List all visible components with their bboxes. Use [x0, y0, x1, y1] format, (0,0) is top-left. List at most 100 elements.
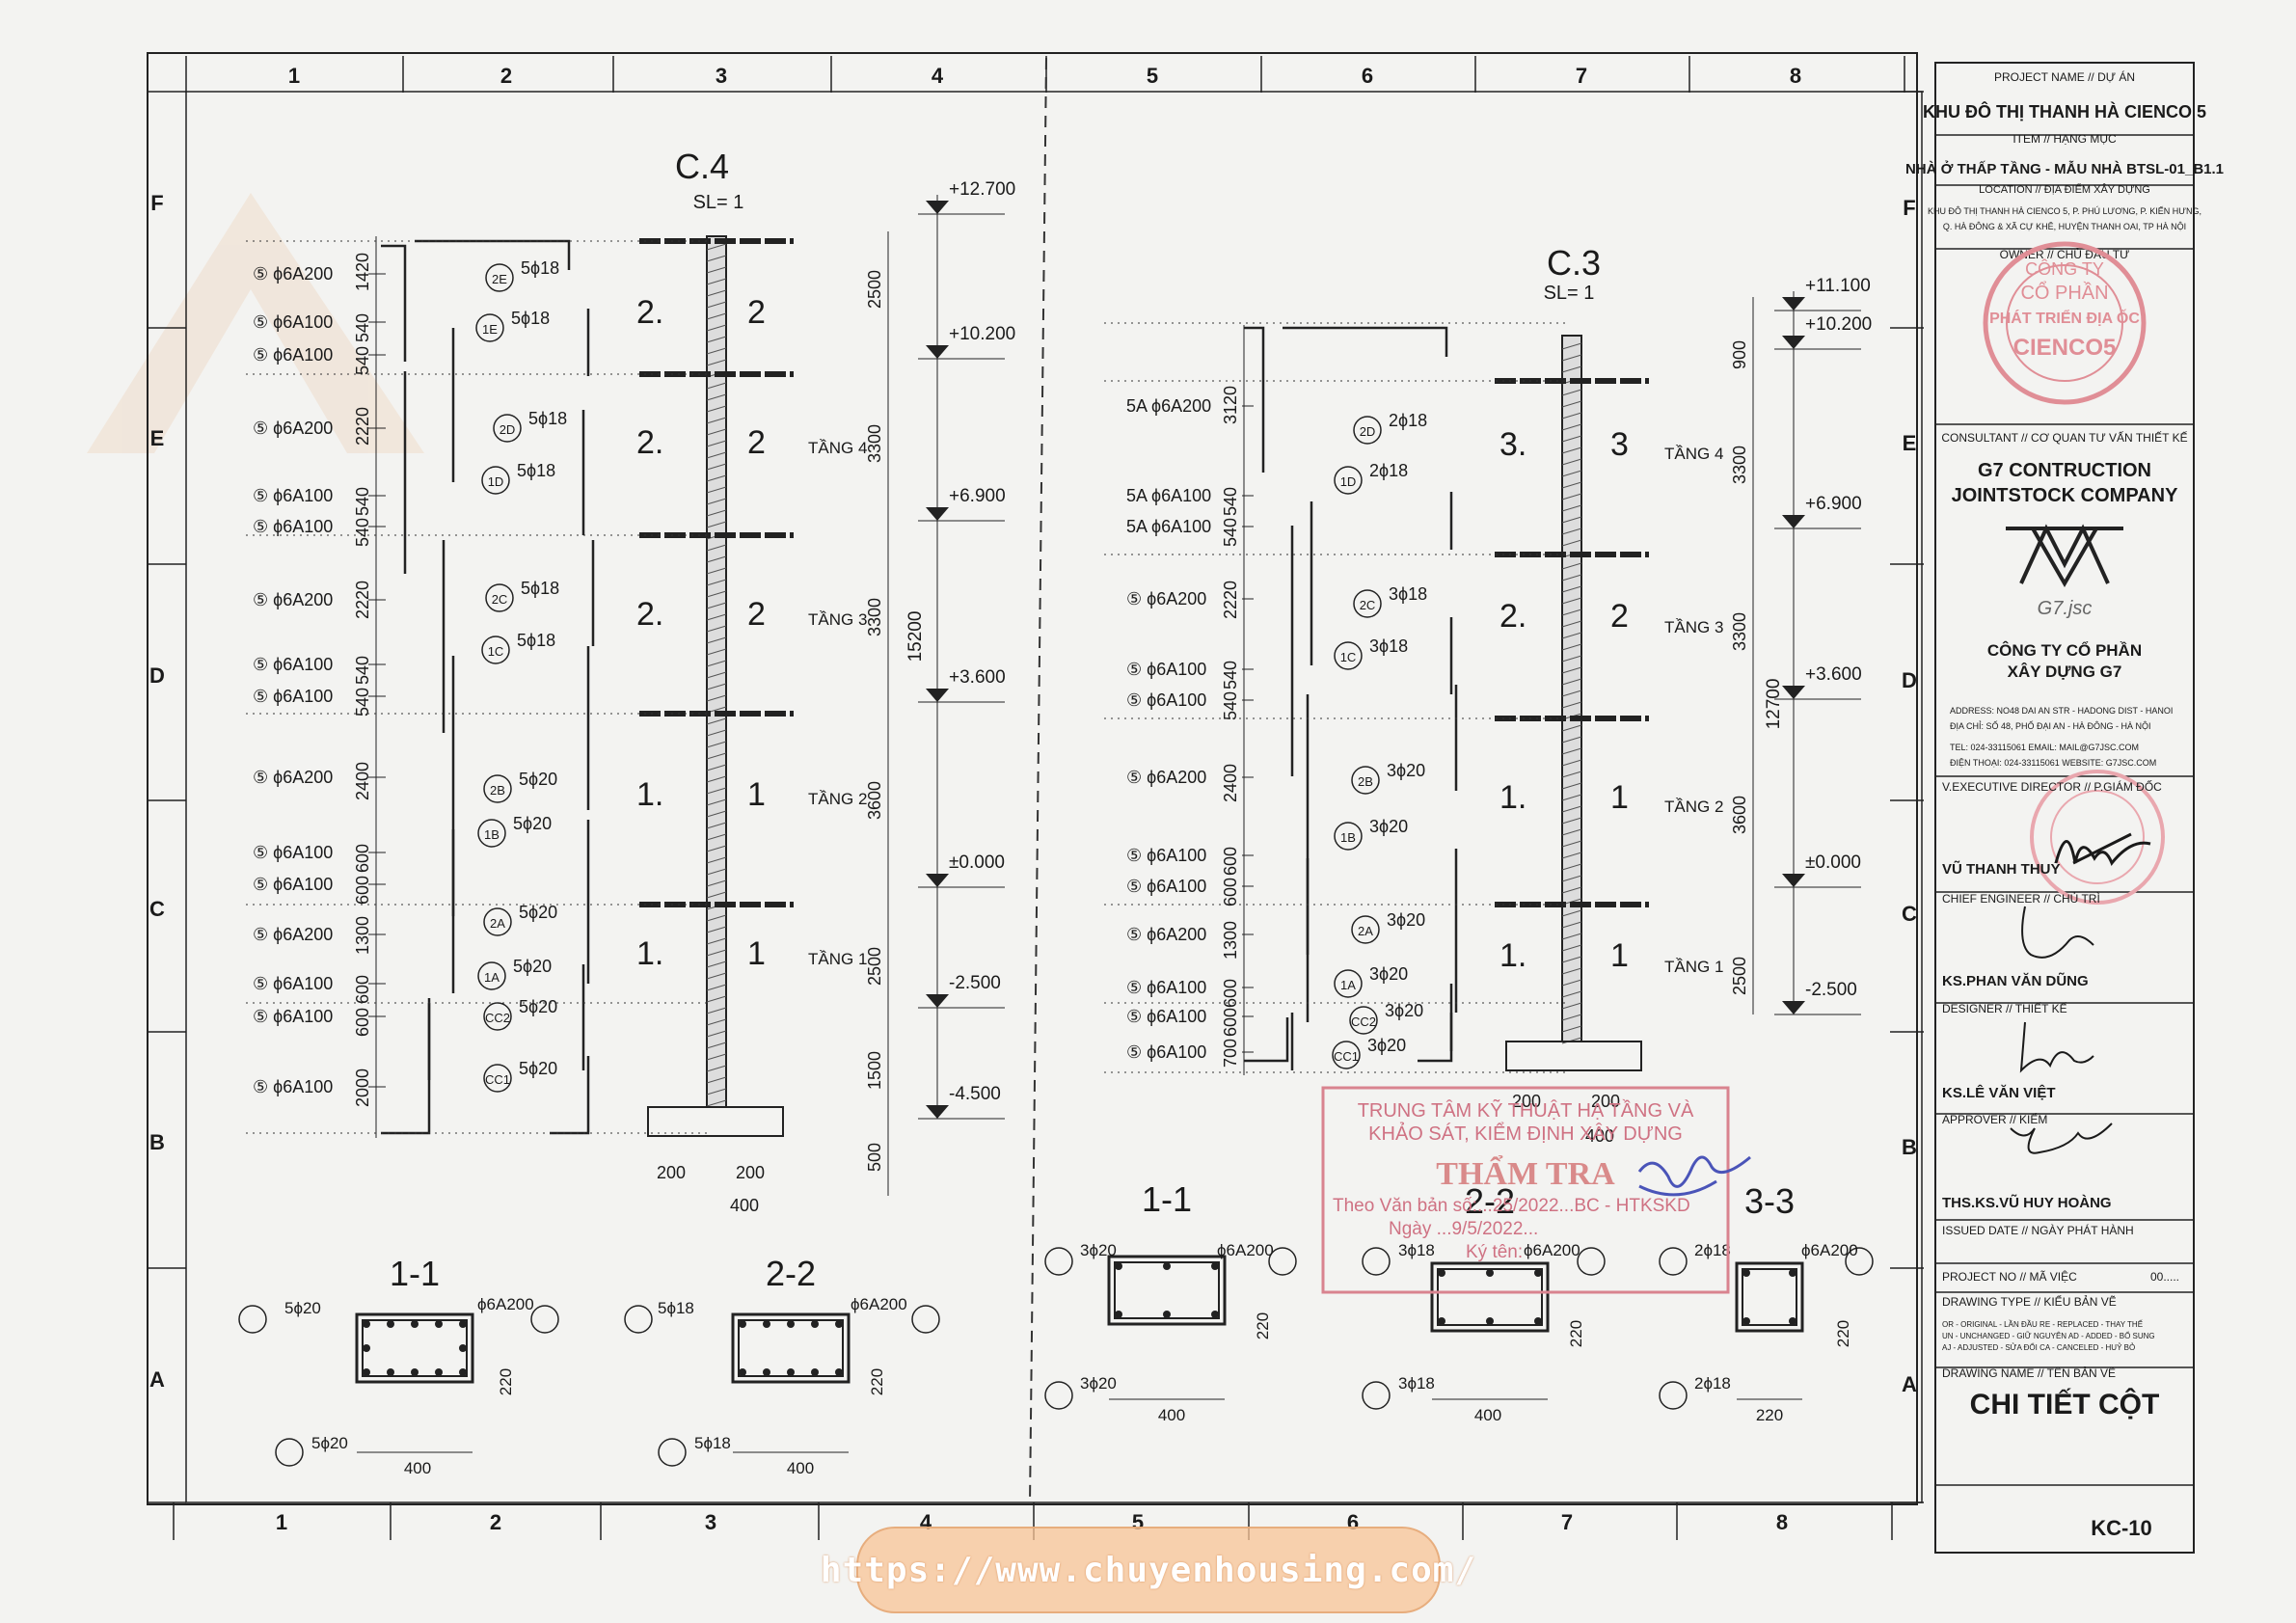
c4-column-hatch [706, 845, 727, 852]
c4-bar-count: 5ϕ18 [528, 409, 567, 428]
c4-column-hatch [706, 590, 727, 598]
c3-stirrup-dim: 600 [1221, 847, 1240, 876]
c4-bar-tag-circle [483, 907, 512, 936]
c4-bar-tag: 1C [488, 644, 504, 659]
c4-bar-tag: 1E [482, 322, 498, 337]
c4-stirrup-dim: 1300 [353, 916, 372, 955]
c4-bar-tag: 2E [492, 272, 507, 286]
rebar-dot [459, 1320, 467, 1328]
c3-section-mark: 1 [1610, 779, 1629, 816]
c4-column-hatch [706, 810, 727, 818]
section-width: 400 [1158, 1406, 1185, 1424]
rebar-dot [1211, 1262, 1219, 1270]
c3-floor-label: TẦNG 1 [1664, 958, 1723, 976]
stamp-signature [1637, 1155, 1751, 1197]
c4-column-shaft [706, 235, 727, 1108]
c4-bar-tag-circle [485, 583, 514, 612]
c4-level-label: +12.700 [949, 179, 1015, 200]
c3-column-hatch [1561, 458, 1582, 466]
c3-section-mark: 1. [1499, 779, 1526, 816]
owner-seal-line-3: PHÁT TRIỂN ĐỊA ỐC [1989, 308, 2140, 327]
c4-stirrup-label: ⑤ ϕ6A100 [253, 974, 333, 993]
c4-bar-tag: 2C [492, 592, 508, 607]
c4-column-hatch [706, 301, 727, 309]
tb-location-1: KHU ĐÔ THỊ THANH HÀ CIENCO 5, P. PHÚ LƯƠ… [1928, 206, 2201, 216]
stamp-line-3: Theo Văn bản số:...25/2022...BC - HTKSKD [1333, 1196, 1690, 1216]
c4-column-hatch [706, 914, 727, 922]
c4-footing [647, 1106, 784, 1137]
c3-stirrup-dim: 3120 [1221, 386, 1240, 424]
c4-stirrup-dim: 540 [353, 487, 372, 516]
c3-bar-tag-circle [1332, 1041, 1361, 1069]
c3-column-hatch [1561, 979, 1582, 987]
c4-column-hatch [706, 926, 727, 933]
c4-column-hatch [706, 451, 727, 459]
c3-bar-tag-circle [1353, 416, 1382, 445]
c4-column-hatch [706, 1041, 727, 1049]
c4-bar-count: 5ϕ18 [517, 631, 555, 650]
c4-level-label: +3.600 [949, 667, 1006, 688]
c4-column-hatch [706, 486, 727, 494]
tb-item-label: ITEM // HẠNG MỤC [2012, 132, 2117, 146]
c4-column-hatch [706, 1053, 727, 1061]
c4-stirrup-dim: 600 [353, 876, 372, 905]
c3-column-hatch [1561, 701, 1582, 709]
rebar-dot [363, 1368, 370, 1376]
c3-stirrup-label: ⑤ ϕ6A100 [1126, 1042, 1206, 1062]
c4-bar-tag: 1D [488, 474, 504, 489]
c3-stirrup-label: ⑤ ϕ6A100 [1126, 978, 1206, 997]
c3-column-hatch [1561, 794, 1582, 801]
grid-row-label-left: F [150, 191, 163, 215]
url-watermark-banner[interactable]: https://www.chuyenhousing.com/ [821, 1527, 1475, 1613]
c3-column-body: 3.32.21.11.1 [1104, 322, 1649, 1073]
c3-section-mark: 2 [1610, 598, 1629, 635]
c4-column-hatch [706, 312, 727, 320]
url-watermark-text[interactable]: https://www.chuyenhousing.com/ [820, 1550, 1477, 1590]
stamp-line-2: KHẢO SÁT, KIỂM ĐỊNH XÂY DỰNG [1368, 1123, 1683, 1145]
rebar-dot [1115, 1311, 1122, 1318]
c4-stirrup-dim: 600 [353, 975, 372, 1004]
background-watermark-logo [87, 193, 424, 453]
grid-row-label-left: C [149, 897, 165, 921]
tb-sheet-number: KC-10 [2091, 1516, 2152, 1540]
c3-column-hatch [1561, 782, 1582, 790]
tb-projno-label: PROJECT NO // MÃ VIỆC [1942, 1269, 2077, 1284]
stamp-line-4: Ngày ...9/5/2022... [1389, 1219, 1538, 1239]
tb-projno-value: 00..... [2150, 1270, 2179, 1284]
section-tag-circle [275, 1438, 304, 1467]
c3-bar-count: 3ϕ20 [1387, 910, 1425, 930]
section-top-bars: 3ϕ18 [1398, 1241, 1435, 1259]
c4-column-hatch [706, 717, 727, 725]
chief-signature [2021, 906, 2094, 959]
c4-bar-tag-circle [493, 414, 522, 443]
section-tag-circle [238, 1305, 267, 1334]
tb-designer: KS.LÊ VĂN VIỆT [1942, 1084, 2056, 1101]
rebar-dot [1438, 1269, 1445, 1277]
c4-span-dim: 3300 [865, 598, 884, 636]
c3-bar-tag-circle [1351, 766, 1380, 795]
c4-stirrup-dim: 2220 [353, 407, 372, 446]
c3-bar-count: 3ϕ20 [1367, 1036, 1406, 1055]
c4-section-mark: 2. [636, 424, 663, 461]
c4-title: C.4 [675, 147, 729, 186]
section-stirrup [738, 1319, 844, 1377]
c4-column-hatch [706, 995, 727, 1003]
c4-column-hatch [706, 787, 727, 795]
c3-stirrup-label: ⑤ ϕ6A200 [1126, 925, 1206, 944]
grid-col-label-bottom: 7 [1561, 1510, 1573, 1534]
c4-bar-tag-circle [475, 313, 504, 342]
c4-column-hatch [706, 417, 727, 424]
c4-floor-label: TẦNG 1 [808, 950, 867, 968]
tb-project: KHU ĐÔ THỊ THANH HÀ CIENCO 5 [1923, 101, 2206, 122]
c3-column-hatch [1561, 643, 1582, 651]
c4-column-hatch [706, 694, 727, 702]
c3-section-mark: 3 [1610, 426, 1629, 463]
c3-level-label: +6.900 [1805, 494, 1862, 514]
grid-border-lines [148, 56, 1924, 1540]
c4-column-hatch [706, 324, 727, 332]
g7-logo [2006, 524, 2123, 587]
c4-bar-tag: 1B [484, 827, 500, 842]
